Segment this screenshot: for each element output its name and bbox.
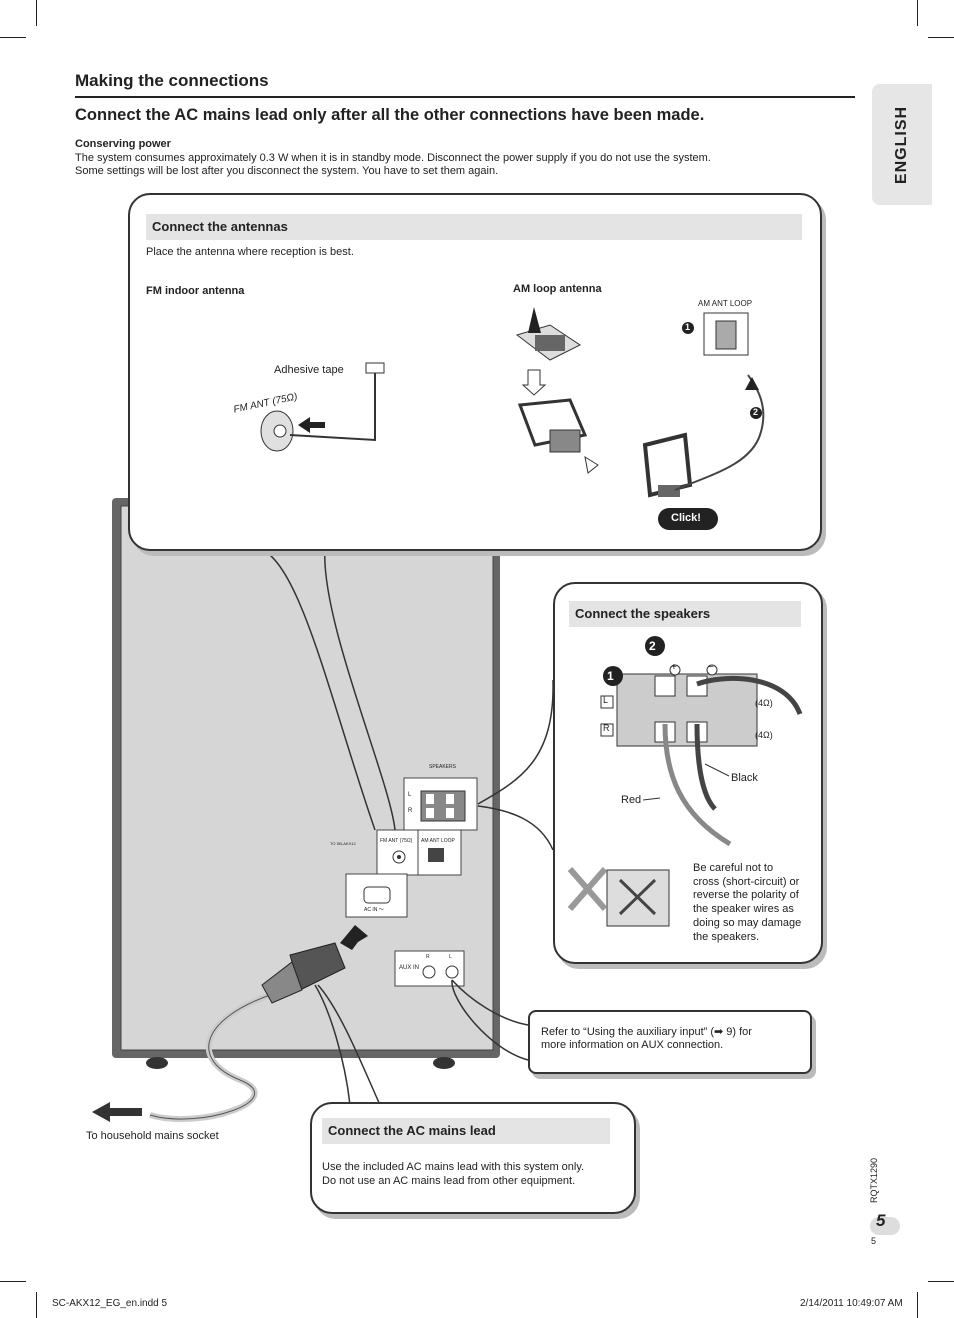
aux-line-1: Refer to “Using the auxiliary input” (➡ … — [541, 1026, 752, 1038]
speaker-step-1 — [603, 666, 623, 686]
speaker-warning: Be careful not to cross (short-circuit) … — [693, 862, 801, 944]
adhesive-tape-label: Adhesive tape — [274, 364, 344, 376]
unit-aux-l-label: L — [449, 954, 452, 960]
am-step-2: 2 — [753, 407, 759, 417]
crop-mark — [928, 37, 954, 38]
step-1-badge — [682, 322, 694, 334]
unit-l-label: L — [408, 792, 412, 798]
footer-file: SC-AKX12_EG_en.indd 5 — [52, 1298, 168, 1309]
aux-callout: Refer to “Using the auxiliary input” (➡ … — [528, 1010, 812, 1074]
speaker-step-2-num: 2 — [649, 639, 656, 653]
red-wire — [662, 723, 732, 847]
black-wire — [694, 675, 803, 811]
unit-speakers-label: SPEAKERS — [429, 764, 456, 770]
conserving-line-1: The system consumes approximately 0.3 W … — [75, 152, 711, 164]
mains-title: Connect the AC mains lead — [322, 1118, 610, 1144]
black-wire-label: Black — [731, 772, 758, 784]
speaker-warning-line: reverse the polarity of — [693, 889, 799, 902]
am-antenna-label: AM loop antenna — [513, 283, 602, 295]
unit-am-label: AM ANT LOOP — [421, 838, 455, 844]
aux-line-2: more information on AUX connection. — [541, 1039, 724, 1051]
speaker-diagram — [567, 636, 803, 927]
crop-mark — [36, 1292, 37, 1318]
conserving-line-2: Some settings will be lost after you dis… — [75, 165, 499, 177]
mains-socket-label: To household mains socket — [86, 1130, 219, 1142]
unit-to-label: TO SB-AKX12 — [330, 841, 356, 846]
page-number-small: 5 — [871, 1236, 877, 1246]
plug-arrow — [340, 925, 368, 950]
antennas-note: Place the antenna where reception is bes… — [146, 246, 354, 258]
mains-line-1: Use the included AC mains lead with this… — [322, 1161, 585, 1173]
crop-mark — [917, 1292, 918, 1318]
aux-l-jack — [445, 965, 459, 979]
speaker-r-label: R — [603, 723, 610, 733]
adhesive-tape — [365, 362, 385, 374]
mains-line-2: Do not use an AC mains lead from other e… — [322, 1175, 576, 1187]
page-title: Making the connections — [75, 71, 269, 90]
crop-mark — [917, 0, 918, 26]
conserving-title: Conserving power — [75, 138, 171, 150]
page-number: 5 — [876, 1211, 886, 1230]
title-rule — [75, 96, 855, 98]
speaker-warning-line: the speaker wires as — [693, 903, 794, 916]
doc-code: RQTX1290 — [869, 1157, 879, 1203]
speaker-warning-line: cross (short-circuit) or — [693, 875, 800, 888]
unit-fm-label: FM ANT (75Ω) — [380, 838, 413, 844]
antenna-diagrams — [260, 307, 765, 530]
mains-callout: Connect the AC mains lead Use the includ… — [310, 1102, 636, 1214]
language-tab: ENGLISH — [872, 84, 932, 205]
minus-label: − — [708, 662, 714, 673]
speakers-callout: Connect the speakers 2 1 L R + − (4Ω) (4… — [553, 582, 823, 964]
socket-arrow — [92, 1102, 142, 1122]
unit-aux-label: AUX IN — [399, 965, 420, 971]
crop-mark — [928, 1281, 954, 1282]
speaker-warning-line: doing so may damage — [693, 916, 802, 929]
page-number-badge — [870, 1217, 900, 1235]
crop-mark — [0, 1281, 26, 1282]
speaker-step-2 — [645, 636, 665, 656]
am-ant-loop-label: AM ANT LOOP — [698, 299, 753, 308]
speaker-warning-line: Be careful not to — [693, 862, 774, 874]
ac-inlet — [363, 886, 391, 904]
am-terminal — [428, 848, 444, 862]
unit-foot — [433, 1057, 455, 1069]
speaker-warning-line: the speakers. — [693, 930, 760, 943]
step-2-badge — [750, 407, 762, 419]
aux-r-jack — [422, 965, 436, 979]
speaker-step-1-num: 1 — [607, 669, 614, 683]
cross-mark — [567, 867, 608, 911]
am-step-1: 1 — [685, 322, 691, 332]
crop-mark — [0, 37, 26, 38]
fm-antenna-label: FM indoor antenna — [146, 285, 245, 297]
antenna-terminal-block — [376, 829, 462, 876]
am-loop-assembled — [642, 432, 693, 498]
unit-foot — [146, 1057, 168, 1069]
antennas-title: Connect the antennas — [146, 214, 802, 240]
footer-date: 2/14/2011 10:49:07 AM — [800, 1298, 903, 1309]
unit-aux-r-label: R — [426, 954, 430, 960]
crop-mark — [36, 0, 37, 26]
antennas-callout: Connect the antennas Place the antenna w… — [128, 193, 822, 551]
click-label: Click! — [671, 512, 701, 524]
unit-r-label: R — [408, 808, 413, 814]
ohm-label-2: (4Ω) — [755, 730, 773, 740]
unit-ac-label: AC IN ～ — [364, 907, 384, 913]
speakers-title: Connect the speakers — [569, 601, 801, 627]
fm-wire — [289, 370, 376, 442]
red-wire-label: Red — [621, 794, 642, 806]
warning-heading: Connect the AC mains lead only after all… — [75, 106, 705, 124]
speaker-l-label: L — [603, 695, 609, 705]
ohm-label-1: (4Ω) — [755, 698, 773, 708]
plus-label: + — [671, 662, 677, 673]
click-badge — [658, 508, 718, 530]
